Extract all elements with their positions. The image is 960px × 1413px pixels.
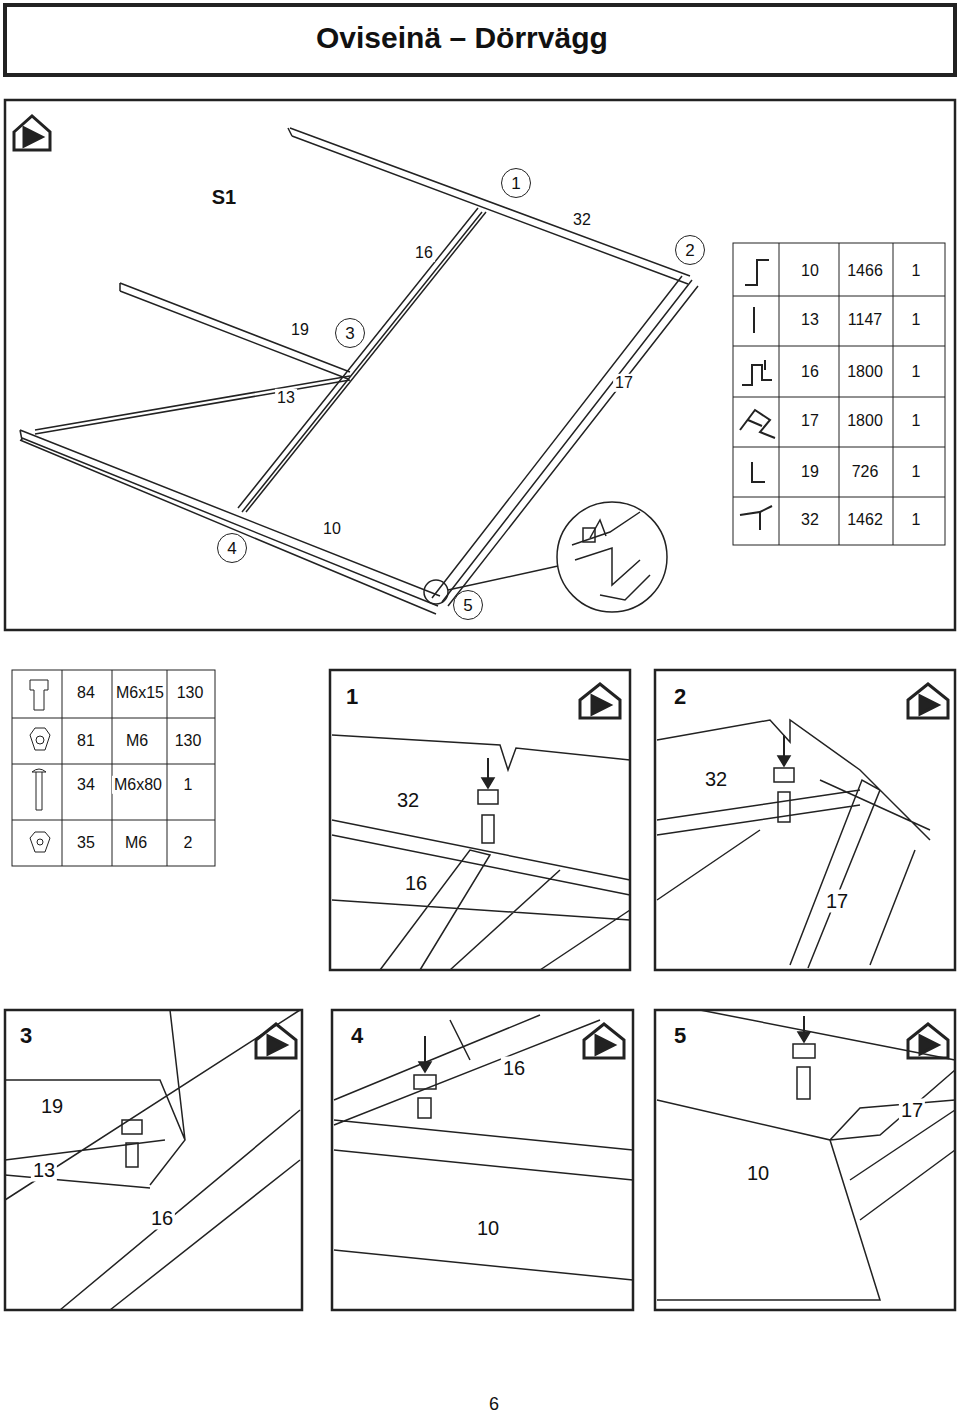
callout-number: 4 — [351, 1025, 363, 1047]
callout-circle: 4 — [217, 533, 247, 563]
table-cell: 34 — [75, 776, 97, 794]
table-cell: 2 — [182, 834, 195, 852]
table-cell: 1 — [910, 511, 923, 529]
part-number: 13 — [31, 1159, 57, 1182]
callout-number: 1 — [346, 686, 358, 708]
step-number: 4 — [341, 1020, 373, 1052]
callout-circle: 2 — [675, 235, 705, 265]
table-cell: 19 — [799, 463, 821, 481]
part-number: 16 — [403, 872, 429, 895]
table-cell: M6x80 — [112, 776, 164, 794]
part-number: 13 — [275, 389, 297, 407]
table-cell: 10 — [799, 262, 821, 280]
table-cell: M6 — [123, 834, 149, 852]
table-cell: 13 — [799, 311, 821, 329]
step-number: 2 — [664, 681, 696, 713]
table-cell: 84 — [75, 684, 97, 702]
part-number: 19 — [289, 321, 311, 339]
callout-number: 4 — [227, 540, 236, 557]
table-cell: 81 — [75, 732, 97, 750]
table-cell: 1 — [910, 463, 923, 481]
table-cell: 1 — [910, 311, 923, 329]
table-cell: M6x15 — [114, 684, 166, 702]
page-title: Oviseinä – Dörrvägg — [316, 20, 608, 56]
table-cell: 1147 — [846, 311, 884, 329]
callout-circle: 5 — [453, 590, 483, 620]
part-number: 17 — [824, 890, 850, 913]
callout-number: 3 — [20, 1025, 32, 1047]
callout-number: 1 — [511, 175, 520, 192]
table-cell: 130 — [173, 732, 204, 750]
part-number: 10 — [745, 1162, 771, 1185]
callout-number: 3 — [345, 325, 354, 342]
part-number: 16 — [149, 1207, 175, 1230]
callout-number: 2 — [674, 686, 686, 708]
table-cell: 1462 — [845, 511, 885, 529]
part-number: 32 — [703, 768, 729, 791]
callout-number: 2 — [685, 242, 694, 259]
part-number: 32 — [395, 789, 421, 812]
table-cell: 1 — [910, 412, 923, 430]
table-cell: 130 — [175, 684, 206, 702]
part-number: 16 — [501, 1057, 527, 1080]
callout-circle: 3 — [335, 318, 365, 348]
table-cell: 35 — [75, 834, 97, 852]
table-cell: 1 — [182, 776, 195, 794]
part-number: 16 — [413, 244, 435, 262]
table-cell: 17 — [799, 412, 821, 430]
table-cell: 1 — [910, 262, 923, 280]
step-code: S1 — [210, 186, 238, 209]
table-cell: 1466 — [845, 262, 885, 280]
step-number: 1 — [336, 681, 368, 713]
part-number: 10 — [475, 1217, 501, 1240]
part-number: 32 — [571, 211, 593, 229]
part-number: 10 — [321, 520, 343, 538]
callout-circle: 1 — [501, 168, 531, 198]
step-number: 3 — [10, 1020, 42, 1052]
callout-number: 5 — [463, 597, 472, 614]
table-cell: 32 — [799, 511, 821, 529]
part-number: 19 — [39, 1095, 65, 1118]
page-number: 6 — [487, 1394, 501, 1413]
callout-number: 5 — [674, 1025, 686, 1047]
table-cell: 16 — [799, 363, 821, 381]
step-number: 5 — [664, 1020, 696, 1052]
part-number: 17 — [613, 374, 635, 392]
table-cell: 1 — [910, 363, 923, 381]
table-cell: M6 — [124, 732, 150, 750]
table-cell: 726 — [850, 463, 881, 481]
part-number: 17 — [899, 1099, 925, 1122]
table-cell: 1800 — [845, 363, 885, 381]
table-cell: 1800 — [845, 412, 885, 430]
